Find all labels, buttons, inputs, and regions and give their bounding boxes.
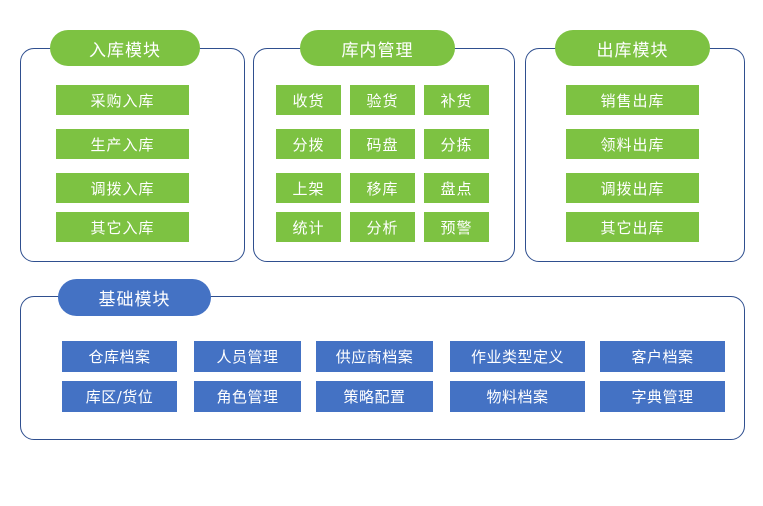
module-item-staff-management[interactable]: 人员管理 <box>194 341 301 372</box>
module-item-replenish[interactable]: 补货 <box>424 85 489 115</box>
module-item-inbound-purchase[interactable]: 采购入库 <box>56 85 189 115</box>
module-item-statistics[interactable]: 统计 <box>276 212 341 242</box>
module-item-putaway[interactable]: 上架 <box>276 173 341 203</box>
module-item-dictionary-management[interactable]: 字典管理 <box>600 381 725 412</box>
module-item-outbound-transfer[interactable]: 调拨出库 <box>566 173 699 203</box>
module-item-inbound-transfer[interactable]: 调拨入库 <box>56 173 189 203</box>
module-item-role-management[interactable]: 角色管理 <box>194 381 301 412</box>
module-item-analysis[interactable]: 分析 <box>350 212 415 242</box>
module-item-material-profile[interactable]: 物料档案 <box>450 381 585 412</box>
panel-header-inbound[interactable]: 入库模块 <box>50 30 200 66</box>
module-item-zone-location[interactable]: 库区/货位 <box>62 381 177 412</box>
module-item-supplier-profile[interactable]: 供应商档案 <box>316 341 433 372</box>
module-item-task-type-definition[interactable]: 作业类型定义 <box>450 341 585 372</box>
module-item-stocktake[interactable]: 盘点 <box>424 173 489 203</box>
module-item-inbound-production[interactable]: 生产入库 <box>56 129 189 159</box>
module-item-customer-profile[interactable]: 客户档案 <box>600 341 725 372</box>
module-item-strategy-config[interactable]: 策略配置 <box>316 381 433 412</box>
panel-header-outbound[interactable]: 出库模块 <box>555 30 710 66</box>
module-item-outbound-sales[interactable]: 销售出库 <box>566 85 699 115</box>
module-item-palletize[interactable]: 码盘 <box>350 129 415 159</box>
module-item-receive[interactable]: 收货 <box>276 85 341 115</box>
module-item-move[interactable]: 移库 <box>350 173 415 203</box>
module-item-outbound-picking[interactable]: 领料出库 <box>566 129 699 159</box>
panel-base <box>20 296 745 440</box>
module-item-allocate[interactable]: 分拨 <box>276 129 341 159</box>
module-item-inbound-other[interactable]: 其它入库 <box>56 212 189 242</box>
panel-header-in-warehouse[interactable]: 库内管理 <box>300 30 455 66</box>
module-item-alert[interactable]: 预警 <box>424 212 489 242</box>
module-item-outbound-other[interactable]: 其它出库 <box>566 212 699 242</box>
module-item-sort[interactable]: 分拣 <box>424 129 489 159</box>
module-item-inspect[interactable]: 验货 <box>350 85 415 115</box>
module-item-warehouse-profile[interactable]: 仓库档案 <box>62 341 177 372</box>
panel-header-base[interactable]: 基础模块 <box>58 279 211 316</box>
